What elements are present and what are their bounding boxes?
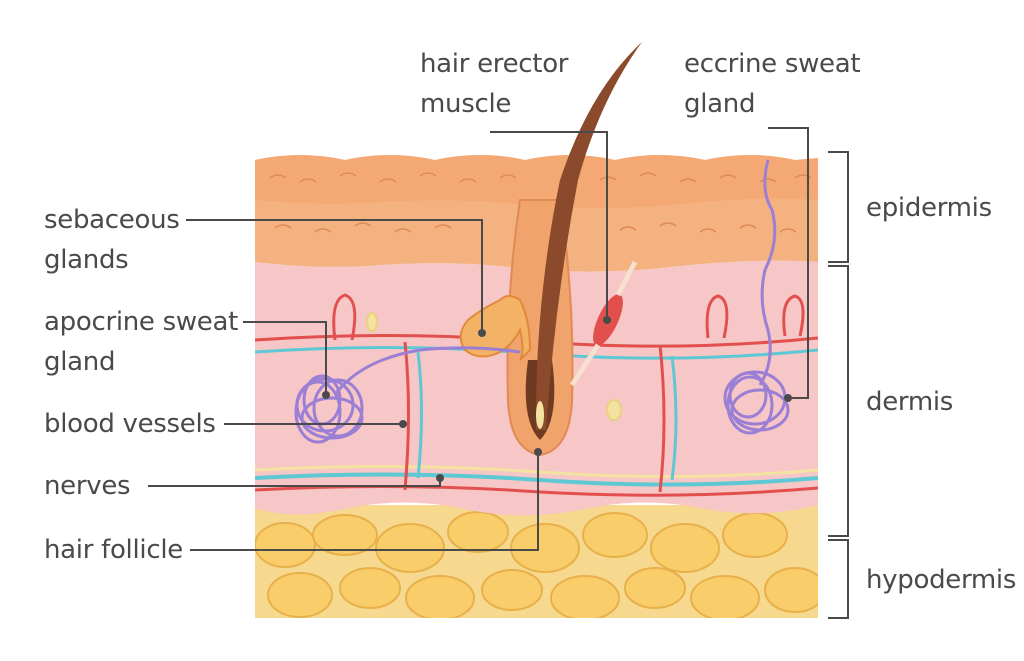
label-apocrine-sweat-gland-line1: apocrine sweat bbox=[44, 307, 239, 337]
nerve-endings bbox=[366, 312, 622, 421]
label-apocrine-sweat-gland-line2: gland bbox=[44, 347, 116, 377]
label-sebaceous-glands-line1: sebaceous bbox=[44, 205, 180, 235]
label-hair-erector-muscle-line2: muscle bbox=[420, 89, 512, 119]
layer-brackets bbox=[828, 151, 849, 619]
vertical-nerves bbox=[416, 351, 678, 481]
label-hair-follicle: hair follicle bbox=[44, 535, 183, 565]
label-dermis: dermis bbox=[866, 387, 954, 417]
label-nerves: nerves bbox=[44, 471, 131, 501]
fat-cells bbox=[255, 511, 818, 618]
sebaceous-gland bbox=[459, 295, 532, 361]
label-sebaceous-glands-line2: glands bbox=[44, 245, 129, 275]
label-hair-erector-muscle-line1: hair erector bbox=[420, 49, 569, 79]
epidermis-outer-layer bbox=[255, 155, 818, 208]
apocrine-duct bbox=[333, 346, 521, 396]
epidermis-texture bbox=[269, 172, 812, 233]
papilla bbox=[536, 401, 544, 429]
label-hair-erector-muscle: hair erector muscle bbox=[420, 44, 568, 124]
erector-tendon bbox=[615, 260, 638, 297]
hair-shaft bbox=[535, 42, 642, 430]
label-blood-vessels: blood vessels bbox=[44, 409, 216, 439]
label-epidermis: epidermis bbox=[866, 193, 992, 223]
eccrine-duct bbox=[758, 159, 777, 386]
fat-band bbox=[255, 464, 818, 479]
label-eccrine-sweat-gland-line1: eccrine sweat bbox=[684, 49, 861, 79]
vertical-vessels bbox=[403, 341, 666, 493]
label-eccrine-sweat-gland: eccrine sweat gland bbox=[684, 44, 861, 124]
label-sebaceous-glands: sebaceous glands bbox=[44, 200, 180, 280]
leader-dots bbox=[322, 316, 792, 482]
label-apocrine-sweat-gland: apocrine sweat gland bbox=[44, 302, 238, 382]
nerve-band bbox=[255, 472, 818, 487]
label-eccrine-sweat-gland-line2: gland bbox=[684, 89, 756, 119]
capillary-loops bbox=[332, 293, 805, 341]
erector-tendon-lower bbox=[569, 343, 601, 387]
label-hypodermis: hypodermis bbox=[866, 565, 1017, 595]
